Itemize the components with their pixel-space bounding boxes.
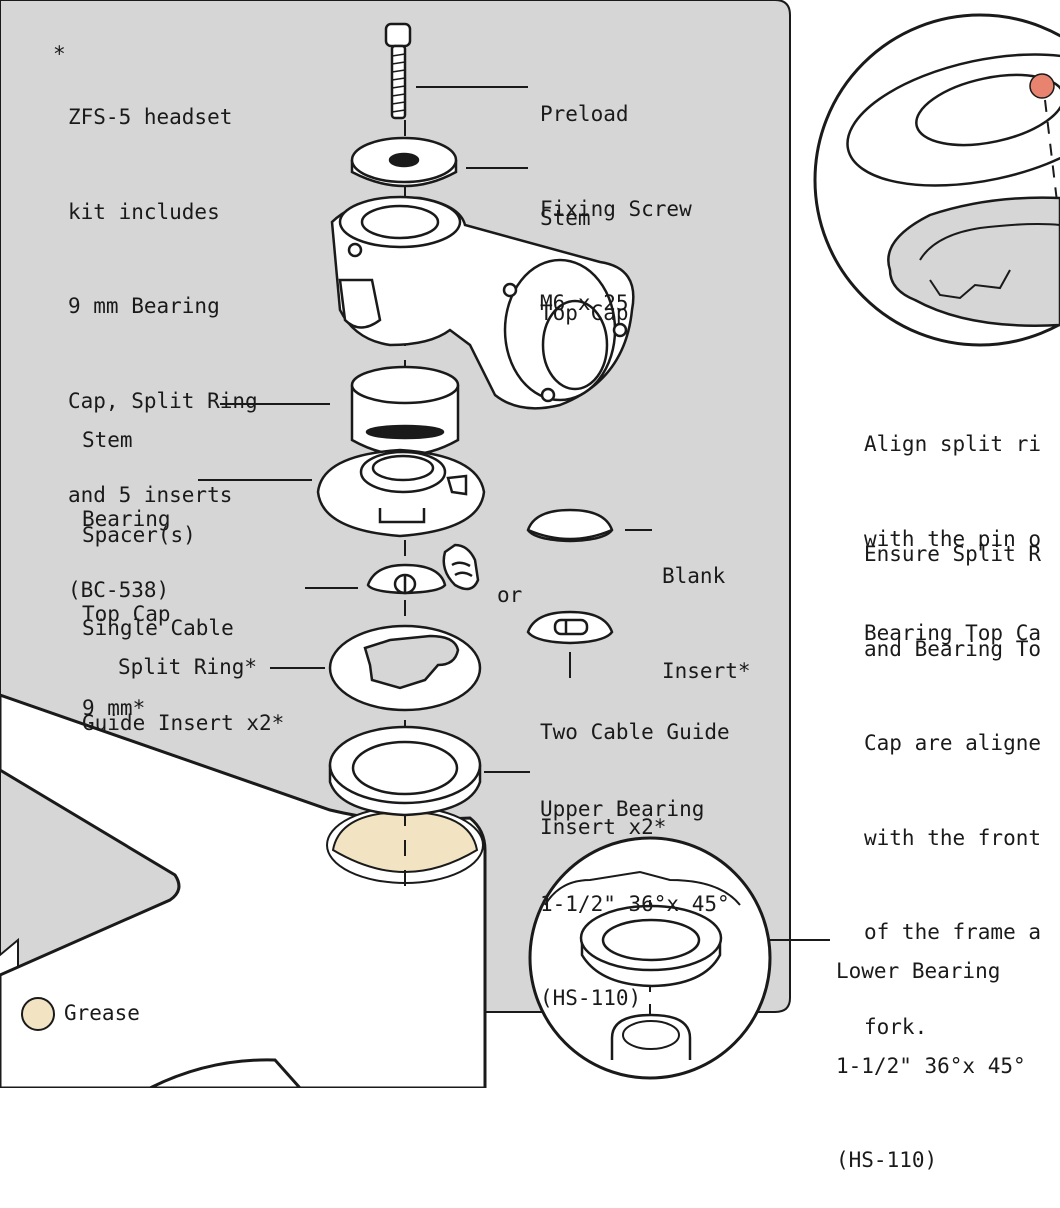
loose-insert <box>442 543 480 591</box>
stem-spacer <box>350 365 460 457</box>
label-line: Fixing Screw <box>540 196 692 221</box>
label-line: Lower Bearing <box>836 959 1001 983</box>
preload-screw <box>384 22 412 120</box>
stem-top-cap <box>350 136 458 188</box>
split-ring-alignment-detail <box>813 13 1060 347</box>
upper-bearing <box>328 725 482 817</box>
label-line: Upper Bearing <box>540 797 705 821</box>
label-line: Guide Insert x2* <box>82 710 285 735</box>
label-line: Stem <box>82 428 133 452</box>
split-ring <box>328 624 482 712</box>
label-line: Two Cable Guide <box>540 720 730 744</box>
instruction-line: Bearing Top Ca <box>864 621 1042 645</box>
grease-swatch <box>21 997 55 1031</box>
stem <box>330 195 635 410</box>
bearing-top-cap <box>316 448 486 538</box>
instruction-line: and Bearing To <box>864 636 1042 661</box>
two-cable-guide-label: Two Cable Guide Insert x2* <box>540 654 730 875</box>
label-line: Bearing <box>82 507 171 531</box>
instruction-line: with the front <box>864 825 1042 850</box>
grease-legend-label: Grease <box>64 1001 140 1025</box>
two-cable-guide-insert <box>526 610 614 645</box>
label-line: Insert x2* <box>540 814 667 839</box>
label-line: Blank <box>662 564 726 588</box>
exploded-diagram <box>0 0 1060 1088</box>
kit-note: ZFS-5 headset kit includes 9 mm Bearing … <box>68 39 258 638</box>
label-line: M6 x 25 <box>540 291 629 315</box>
single-cable-guide-label: Single Cable Guide Insert x2* <box>82 550 284 771</box>
instruction-line: fork. <box>864 1014 928 1039</box>
stem-top-cap-label: Stem Top Cap <box>540 140 629 361</box>
blank-insert <box>526 508 614 543</box>
split-ring-label: Split Ring* <box>118 655 258 679</box>
label-line: 1-1/2" 36°x 45° <box>540 891 730 916</box>
instruction-line: of the frame a <box>864 920 1042 944</box>
single-cable-guide-insert <box>366 563 447 595</box>
instruction-line: Cap are aligne <box>864 731 1042 755</box>
label-line: Top Cap <box>540 300 629 325</box>
label-line: Single Cable <box>82 616 234 640</box>
label-line: (HS-110) <box>836 1148 938 1172</box>
ensure-instruction: Ensure Split R and Bearing To Cap are al… <box>864 476 1041 1075</box>
label-line: 9 mm* <box>82 696 146 720</box>
label-line: Insert* <box>662 658 751 683</box>
label-line: Stem <box>540 206 591 230</box>
kit-note-line: ZFS-5 headset <box>68 105 233 129</box>
label-line: Spacer(s) <box>82 522 196 547</box>
lower-bearing-detail <box>528 836 772 1080</box>
kit-note-line: 9 mm Bearing <box>68 294 220 318</box>
stem-spacers-label: Stem Spacer(s) <box>82 362 196 583</box>
or-label: or <box>497 583 523 607</box>
label-line: Top Cap <box>82 601 171 626</box>
blank-insert-label: Blank Insert* <box>662 498 751 719</box>
kit-note-line: (BC-538) <box>68 577 170 602</box>
label-line: 1-1/2" 36°x 45° <box>836 1053 1026 1078</box>
kit-note-line: Cap, Split Ring <box>68 388 258 413</box>
label-line: (HS-110) <box>540 986 642 1010</box>
kit-note-asterisk: * <box>53 42 66 66</box>
kit-note-line: kit includes <box>68 199 220 224</box>
label-line: Preload <box>540 102 629 126</box>
upper-bearing-label: Upper Bearing 1-1/2" 36°x 45° (HS-110) <box>540 731 730 1046</box>
instruction-line: Ensure Split R <box>864 542 1042 566</box>
instruction-line: Align split ri <box>864 432 1042 456</box>
kit-note-line: and 5 inserts <box>68 483 233 507</box>
instruction-line: with the pin o <box>864 526 1042 551</box>
align-instruction: Align split ri with the pin o Bearing To… <box>864 366 1041 681</box>
preload-screw-label: Preload Fixing Screw M6 x 25 <box>540 36 692 351</box>
bearing-top-cap-label: Bearing Top Cap 9 mm* <box>82 441 171 756</box>
